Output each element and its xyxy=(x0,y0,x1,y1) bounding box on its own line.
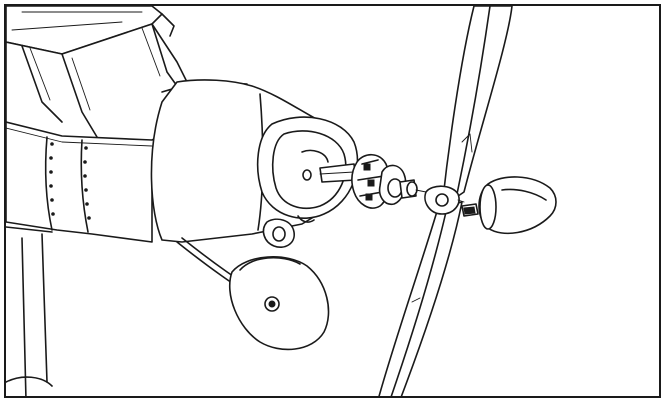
propeller xyxy=(378,6,513,396)
rivet-row-left xyxy=(49,142,55,216)
engine-cowl xyxy=(150,79,359,243)
rivet-row-right xyxy=(83,146,91,220)
motor-shaft xyxy=(319,163,357,183)
prop-adapter-collet xyxy=(351,153,418,209)
fuselage xyxy=(6,23,251,396)
axis-line xyxy=(415,189,465,203)
spinner-bolt xyxy=(461,203,479,217)
spinner xyxy=(478,176,557,235)
wheel xyxy=(228,256,330,351)
assembly-illustration xyxy=(6,6,557,396)
diagram-frame xyxy=(4,4,661,398)
